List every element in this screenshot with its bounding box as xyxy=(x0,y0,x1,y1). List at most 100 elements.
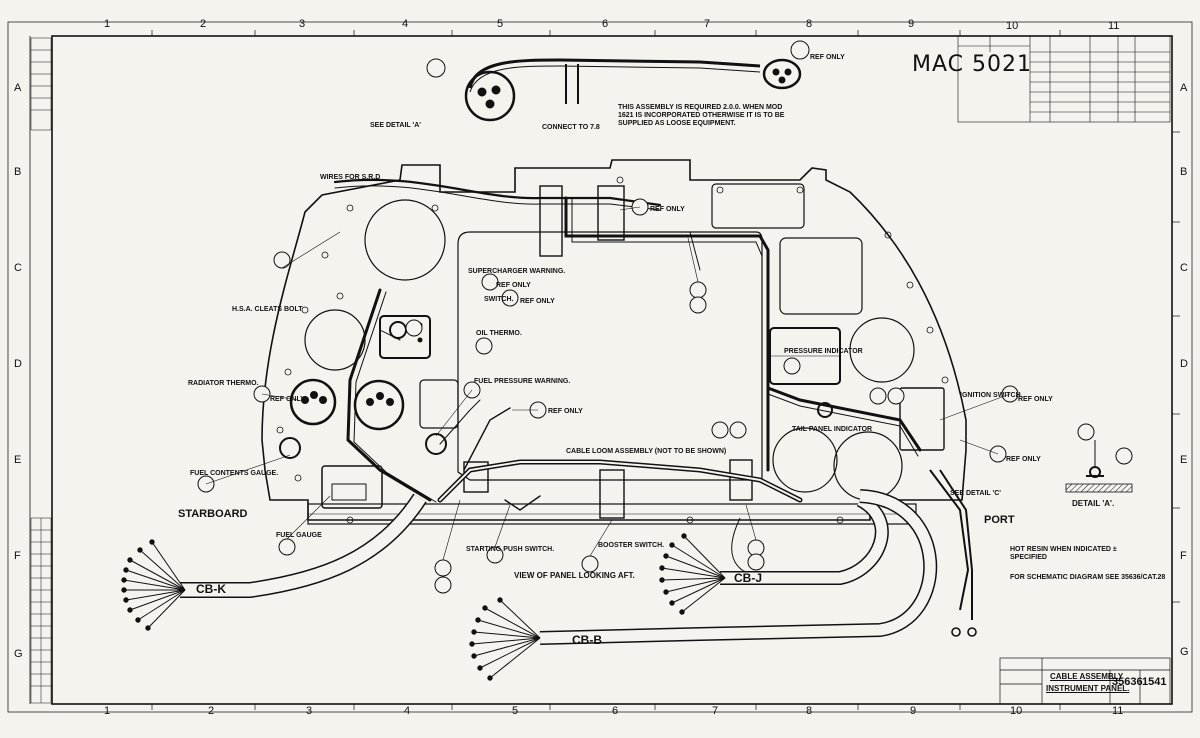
tail-panel-callout: TAIL PANEL INDICATOR xyxy=(792,426,873,433)
grid-row-a-right: A xyxy=(1180,82,1188,94)
starter-callout: STARTING PUSH SWITCH. xyxy=(466,546,555,553)
radiator-callout: RADIATOR THERMO. xyxy=(188,380,259,387)
cable-cb-b xyxy=(539,469,977,645)
title-block xyxy=(999,657,1171,705)
pressure-indicator-callout: PRESSURE INDICATOR xyxy=(784,348,863,355)
view-label: VIEW OF PANEL LOOKING AFT. xyxy=(514,571,635,580)
cable-tag-cb-j: CB-J xyxy=(734,571,763,585)
grid-row-d-left: D xyxy=(14,358,22,370)
fan-cb-b xyxy=(469,597,541,681)
junction-blocks xyxy=(463,185,945,519)
grid-col-11-bottom: 11 xyxy=(1112,705,1124,717)
booster-callout: BOOSTER SWITCH. xyxy=(598,542,665,549)
grid-col-11-top: 11 xyxy=(1108,20,1120,32)
outer-frame xyxy=(7,21,1193,713)
drawing-reference: MAC 5021 xyxy=(912,52,1032,77)
ref-only-2: REF ONLY xyxy=(496,282,531,289)
grid-col-8-top: 8 xyxy=(806,18,813,30)
wires-for-callout: WIRES FOR S.R.D xyxy=(320,174,381,181)
grid-row-d-right: D xyxy=(1180,358,1188,370)
hot-resin-note: HOT RESIN WHEN INDICATED ± SPECIFIED xyxy=(1010,546,1117,561)
instrument-holes xyxy=(304,183,915,501)
ref-only-5: REF ONLY xyxy=(1018,396,1053,403)
fan-cb-k xyxy=(121,539,186,631)
ref-only-6: REF ONLY xyxy=(1006,456,1041,463)
grid-row-e-right: E xyxy=(1180,454,1188,466)
grid-col-10-top: 10 xyxy=(1006,20,1019,32)
grid-col-5-top: 5 xyxy=(497,18,504,30)
supercharger-switch xyxy=(379,315,431,359)
grid-col-7-bottom: 7 xyxy=(712,705,719,717)
radiator-gauge xyxy=(289,378,337,426)
grid-col-4-top: 4 xyxy=(402,18,409,30)
ref-only-4: REF ONLY xyxy=(548,408,583,415)
oil-thermo-callout: OIL THERMO. xyxy=(476,330,522,337)
grid-row-c-left: C xyxy=(14,262,22,274)
revision-table xyxy=(957,35,1171,123)
edge-holes xyxy=(276,176,949,524)
centre-panel xyxy=(457,231,763,481)
cable-loom-callout: CABLE LOOM ASSEMBLY (NOT TO BE SHOWN) xyxy=(566,448,727,455)
pressure-indicator xyxy=(769,327,841,385)
fan-cb-j xyxy=(659,533,726,615)
grid-ticks xyxy=(151,30,1180,710)
fuel-contents-callout: FUEL CONTENTS GAUGE. xyxy=(190,470,279,477)
ref-only-3: REF ONLY xyxy=(520,298,555,305)
grid-row-g-right: G xyxy=(1180,646,1189,658)
grid-col-10-bottom: 10 xyxy=(1010,705,1023,717)
grid-row-f-right: F xyxy=(1180,550,1187,562)
grid-row-f-left: F xyxy=(14,550,21,562)
instrument-panel-outline xyxy=(261,159,967,521)
cable-tag-cb-b: CB-B xyxy=(572,633,602,647)
wiring-harness xyxy=(333,178,922,511)
grid-row-g-left: G xyxy=(14,648,23,660)
grid-col-2-top: 2 xyxy=(200,18,207,30)
grid-col-8-bottom: 8 xyxy=(806,705,813,717)
port-label: PORT xyxy=(984,514,1015,526)
cable-cb-j xyxy=(719,493,889,585)
ref-only-1: REF ONLY xyxy=(810,54,845,61)
top-connector-assembly xyxy=(464,58,802,122)
switch-callout: SWITCH. xyxy=(484,296,514,303)
connect-to-note: CONNECT TO 7.8 xyxy=(542,124,600,131)
cable-tag-cb-k: CB-K xyxy=(196,582,226,596)
grid-col-3-top: 3 xyxy=(299,18,306,30)
see-detail-c-label: SEE DETAIL 'C' xyxy=(950,490,1001,497)
grid-col-1-top: 1 xyxy=(104,18,111,30)
drawing-border xyxy=(51,35,1173,705)
hs-alloy-callout: H.S.A. CLEATS BOLT xyxy=(232,306,303,313)
grid-col-6-top: 6 xyxy=(602,18,609,30)
grid-row-c-right: C xyxy=(1180,262,1188,274)
grid-row-e-left: E xyxy=(14,454,22,466)
grid-row-a-left: A xyxy=(14,82,22,94)
left-revision-table xyxy=(30,37,52,704)
title-block-drawing-no: 35636 xyxy=(1112,676,1143,688)
grid-col-3-bottom: 3 xyxy=(306,705,313,717)
ref-only-7: REF ONLY xyxy=(270,396,305,403)
starboard-label: STARBOARD xyxy=(178,508,248,520)
title-block-subtitle: INSTRUMENT PANEL. xyxy=(1046,684,1130,693)
grid-row-b-right: B xyxy=(1180,166,1188,178)
loose-equipment-note: THIS ASSEMBLY IS REQUIRED 2.0.0. WHEN MO… xyxy=(618,104,785,127)
detail-a-drawing xyxy=(1065,440,1133,493)
oil-gauge xyxy=(353,379,405,431)
grid-col-4-bottom: 4 xyxy=(404,705,411,717)
supercharger-callout: SUPERCHARGER WARNING. xyxy=(468,268,566,275)
title-block-title: CABLE ASSEMBLY xyxy=(1050,672,1124,681)
ignition-callout: IGNITION SWITCH. xyxy=(960,392,1023,399)
grid-row-b-left: B xyxy=(14,166,22,178)
fuel-gauge-callout: FUEL GAUGE xyxy=(276,532,322,539)
grid-col-9-top: 9 xyxy=(908,18,915,30)
leader-lines xyxy=(205,206,1011,561)
grid-col-7-top: 7 xyxy=(704,18,711,30)
schematic-note: FOR SCHEMATIC DIAGRAM SEE 35636/CAT.28 xyxy=(1010,574,1166,581)
connector-box-fuel xyxy=(321,465,383,509)
grid-col-2-bottom: 2 xyxy=(208,705,215,717)
grid-col-1-bottom: 1 xyxy=(104,705,111,717)
grid-col-6-bottom: 6 xyxy=(612,705,619,717)
cable-cb-k xyxy=(180,493,427,598)
grid-col-9-bottom: 9 xyxy=(910,705,917,717)
fuel-pressure-callout: FUEL PRESSURE WARNING. xyxy=(474,378,571,385)
grid-col-5-bottom: 5 xyxy=(512,705,519,717)
